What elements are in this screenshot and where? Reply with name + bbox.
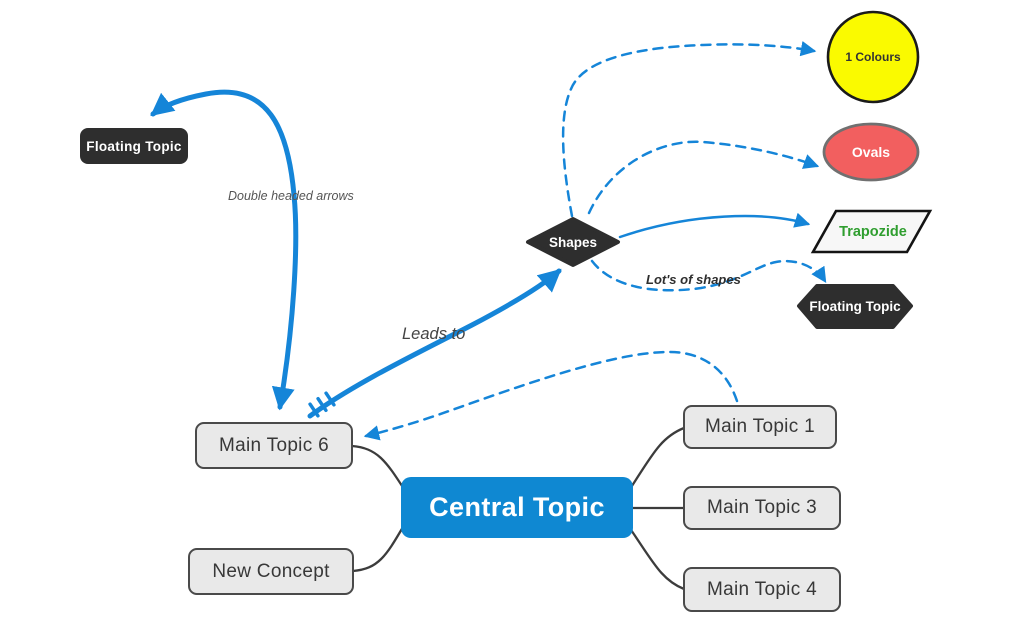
main-topic-4-node[interactable]: Main Topic 4 (683, 567, 841, 612)
floating-topic-left-label: Floating Topic (86, 138, 182, 154)
new-concept-label: New Concept (212, 560, 330, 582)
arrow-shapes-to-colours[interactable] (561, 40, 817, 218)
arrow-double-headed[interactable] (150, 89, 299, 411)
circle-shape-colours[interactable] (826, 10, 920, 104)
diamond-shape-shapes[interactable] (526, 217, 620, 267)
new-concept-node[interactable]: New Concept (188, 548, 354, 595)
branch-central-main1 (629, 426, 685, 490)
central-topic-label: Central Topic (429, 492, 605, 522)
arrow-leads-to-tick-marks (308, 391, 336, 418)
arrow-shapes-to-floating-right[interactable] (587, 140, 820, 215)
leads-to-annotation[interactable]: Leads to (402, 325, 466, 343)
main-topic-4-label: Main Topic 4 (707, 578, 817, 600)
floating-topic-left-node[interactable]: Floating Topic (80, 128, 188, 164)
lots-of-shapes-annotation[interactable]: Lot's of shapes (646, 272, 741, 287)
main-topic-6-label: Main Topic 6 (219, 434, 329, 456)
arrow-shapes-to-trapezoid[interactable] (618, 212, 811, 239)
hexagon-shape-floating-right[interactable] (797, 284, 913, 329)
main-topic-6-node[interactable]: Main Topic 6 (195, 422, 353, 469)
branch-central-main4 (628, 526, 685, 591)
arrow-main1-to-main6[interactable] (363, 350, 739, 441)
central-topic-node[interactable]: Central Topic (401, 477, 633, 538)
main-topic-3-label: Main Topic 3 (707, 497, 817, 518)
ellipse-shape-ovals[interactable] (822, 122, 920, 182)
arrow-leads-to[interactable] (307, 268, 562, 419)
branch-central-newconcept (352, 526, 404, 573)
main-topic-3-node[interactable]: Main Topic 3 (683, 486, 841, 530)
branch-central-main6 (351, 444, 405, 490)
arrow-lots-of-shapes[interactable] (590, 259, 827, 292)
double-headed-arrows-annotation[interactable]: Double headed arrows (228, 189, 354, 203)
main-topic-1-node[interactable]: Main Topic 1 (683, 405, 837, 449)
parallelogram-shape-trapezoid[interactable] (810, 209, 933, 254)
main-topic-1-label: Main Topic 1 (705, 416, 815, 437)
